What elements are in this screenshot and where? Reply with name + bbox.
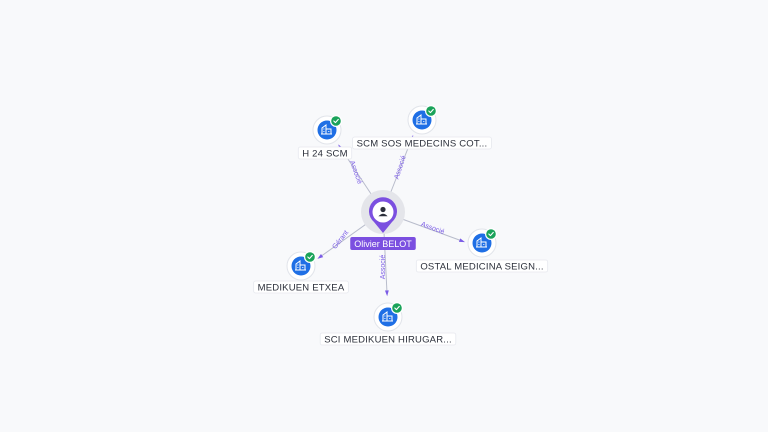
company-name-label: OSTAL MEDICINA SEIGN... [415, 259, 549, 273]
edge-arrow-icon [384, 290, 389, 297]
company-node-etxea[interactable]: MEDIKUEN ETXEA [253, 251, 349, 294]
company-name-label: MEDIKUEN ETXEA [253, 280, 349, 294]
company-node-sci[interactable]: SCI MEDIKUEN HIRUGAR... [319, 302, 457, 346]
building-icon [476, 237, 487, 248]
node-core [291, 256, 311, 276]
node-core [412, 110, 432, 130]
edge-arrow-icon [317, 253, 324, 259]
verified-check-icon [485, 228, 497, 240]
edge-relation-label: Associé [348, 160, 363, 186]
label-background [319, 332, 457, 346]
verified-check-icon [425, 105, 437, 117]
building-icon [416, 114, 427, 125]
label-background [350, 237, 416, 250]
nodes-layer: H 24 SCM SCM SOS MEDECINS COT... OSTAL MED… [253, 105, 549, 346]
verified-check-icon [304, 251, 316, 263]
company-name-label: H 24 SCM [297, 146, 353, 160]
company-node-ostal[interactable]: OSTAL MEDICINA SEIGN... [415, 228, 549, 273]
edge-relation-label: Associé [380, 255, 387, 280]
verified-check-icon [391, 302, 403, 314]
company-node-h24[interactable]: H 24 SCM [297, 115, 353, 160]
edge-relation-label: Associé [393, 155, 407, 181]
edge-arrow-icon [458, 238, 466, 243]
person-name-label: Olivier BELOT [350, 237, 416, 250]
building-icon [321, 124, 332, 135]
company-name: OSTAL MEDICINA SEIGN... [420, 261, 543, 272]
node-core [472, 233, 492, 253]
company-name: MEDIKUEN ETXEA [258, 282, 345, 293]
center-person-node[interactable]: Olivier BELOT [350, 190, 416, 250]
company-name: H 24 SCM [302, 148, 347, 159]
node-core [317, 120, 337, 140]
building-icon [382, 311, 393, 322]
verified-check-icon [330, 115, 342, 127]
company-node-sos[interactable]: SCM SOS MEDECINS COT... [352, 105, 492, 150]
person-name: Olivier BELOT [354, 239, 412, 249]
person-icon [378, 206, 388, 217]
edge-relation-label: Gérant [331, 229, 350, 250]
label-background [352, 136, 492, 150]
node-core [378, 307, 398, 327]
company-name: SCI MEDIKUEN HIRUGAR... [324, 334, 452, 345]
company-name: SCM SOS MEDECINS COT... [357, 138, 488, 149]
company-name-label: SCI MEDIKUEN HIRUGAR... [319, 332, 457, 346]
company-name-label: SCM SOS MEDECINS COT... [352, 136, 492, 150]
label-background [415, 259, 549, 273]
label-background [253, 280, 349, 294]
edge-relation-label: Associé [420, 221, 446, 236]
label-background [297, 146, 353, 160]
building-icon [295, 260, 306, 271]
